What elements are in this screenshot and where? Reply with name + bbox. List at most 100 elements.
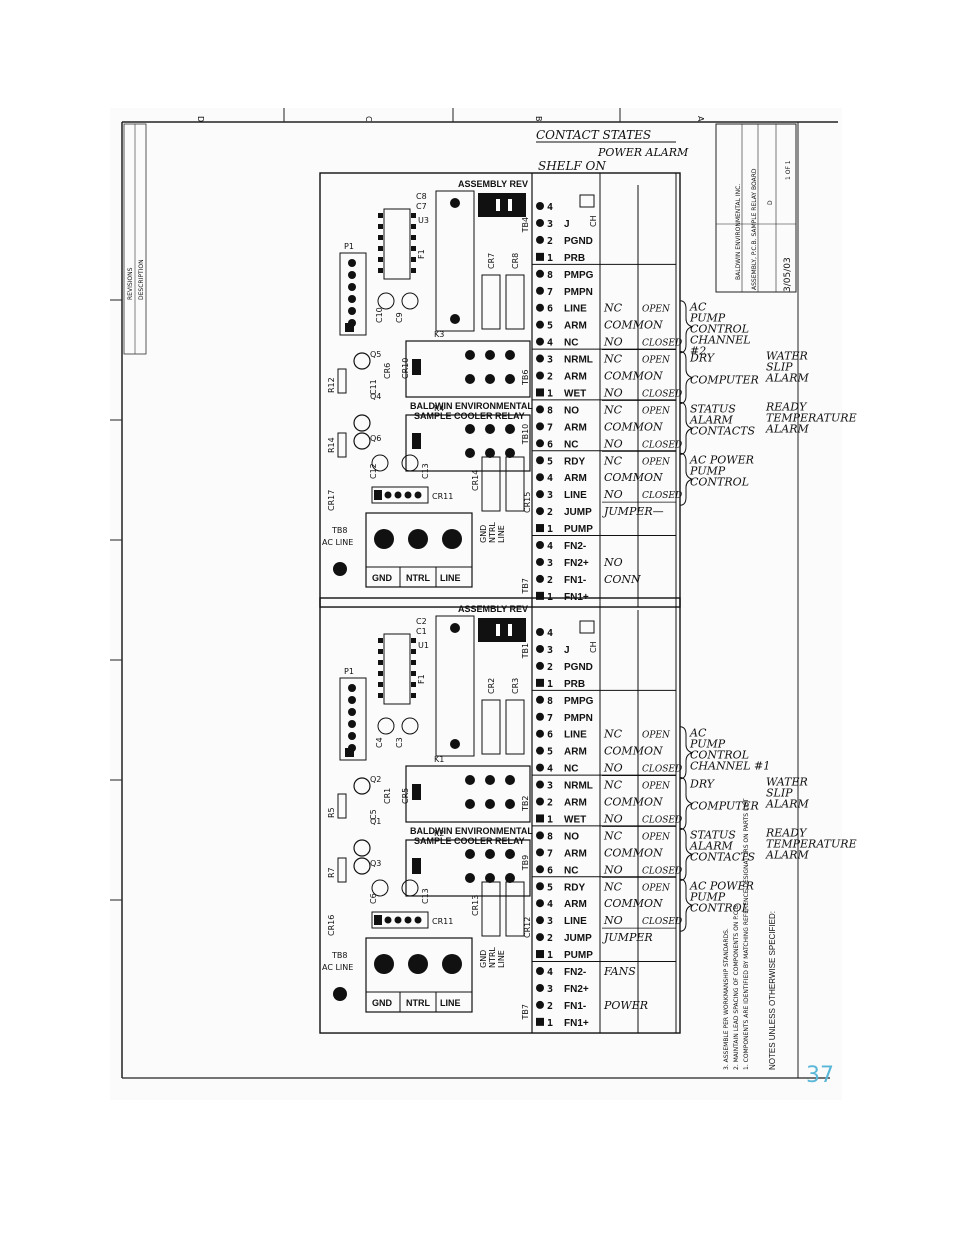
pin-number: 8 — [547, 831, 553, 842]
diode-body — [481, 456, 501, 512]
group-note: DRY — [689, 352, 716, 365]
ic-pad — [411, 682, 416, 687]
side-label: GND — [479, 525, 488, 543]
group-note: CONTACTS — [690, 850, 755, 863]
group-note: ALARM — [689, 413, 733, 426]
assembly-rev-mark — [508, 624, 512, 636]
pin-pad — [536, 628, 544, 636]
description-label: DESCRIPTION — [138, 259, 145, 300]
pin-pad — [536, 916, 544, 925]
capacitor-label: C4 — [375, 737, 384, 748]
pin-name: NC — [564, 439, 578, 450]
ic-pad — [411, 693, 416, 698]
terminal-label: NTRL — [406, 573, 430, 583]
ic-pad — [378, 682, 383, 687]
pin-pad — [536, 746, 544, 755]
fuse-clip — [450, 314, 460, 324]
pin-pad — [536, 831, 544, 840]
fuse-clip — [450, 623, 460, 633]
connector-body — [339, 252, 367, 336]
state-power: FANS — [603, 965, 636, 978]
relay-pin — [465, 448, 475, 458]
ic-pad — [411, 671, 416, 676]
relay-pin — [505, 374, 515, 384]
state-power: COMMON — [604, 897, 663, 910]
ic-pad — [378, 671, 383, 676]
capacitor-label: C8 — [416, 192, 427, 201]
pin-name: J — [564, 219, 570, 230]
diode-body — [481, 274, 501, 330]
connector-pin — [348, 732, 356, 740]
capacitor-body — [371, 454, 389, 472]
pin-number: 5 — [547, 882, 553, 893]
pin-number: 8 — [547, 696, 553, 707]
pin-number: 2 — [547, 372, 553, 383]
drawing-notes: NOTES UNLESS OTHERWISE SPECIFIED: 1. COM… — [723, 798, 777, 1070]
terminal-screw — [374, 954, 394, 974]
resistor-array-pin — [394, 491, 402, 499]
group-note: CONTROL — [690, 749, 749, 762]
ch-label: CH — [589, 215, 598, 227]
pin-number: 3 — [547, 219, 553, 230]
pin-number: 7 — [547, 287, 553, 298]
note-1: 1. COMPONENTS ARE IDENTIFIED BY MATCHING… — [743, 798, 750, 1070]
group-note: PUMP — [689, 890, 726, 903]
notes-heading: NOTES UNLESS OTHERWISE SPECIFIED: — [768, 911, 777, 1070]
pin-number: 4 — [547, 967, 553, 978]
terminal-label: GND — [372, 573, 393, 583]
relay-pin — [465, 873, 475, 883]
terminal-label: LINE — [440, 573, 461, 583]
state-alarm: CLOSED — [642, 765, 682, 775]
resistor-array — [371, 486, 429, 504]
ic-pad — [411, 257, 416, 262]
resistor-label: R5 — [327, 807, 336, 818]
connector-pin — [348, 720, 356, 728]
pin-number: 8 — [547, 405, 553, 416]
note-3: 3. ASSEMBLE PER WORKMANSHIP STANDARDS. — [723, 928, 730, 1070]
state-alarm: OPEN — [642, 457, 671, 467]
pin-name: FN2- — [564, 541, 586, 552]
state-power: NO — [603, 386, 623, 399]
capacitor-label: C10 — [375, 307, 384, 323]
assembly-rev-mark — [496, 199, 500, 211]
ic-pad — [411, 638, 416, 643]
capacitor-label: C13 — [421, 888, 430, 904]
pin-pad-square — [536, 950, 544, 959]
title-sheet: 1 OF 1 — [785, 160, 792, 180]
diode-body — [505, 881, 525, 937]
title-size: D — [767, 200, 774, 205]
pin-number: 2 — [547, 1001, 553, 1012]
pin-name: LINE — [564, 304, 587, 315]
outer-note: ALARM — [765, 372, 809, 385]
relay-pin — [505, 873, 515, 883]
zone-letter-C: C — [364, 116, 373, 122]
state-power: NO — [603, 437, 623, 450]
ic-pad — [378, 224, 383, 229]
state-power: NO — [603, 863, 623, 876]
connector-pin — [348, 271, 356, 279]
pin-name: FN1- — [564, 1001, 586, 1012]
outer-note: WATER — [766, 350, 808, 363]
group-brace — [679, 827, 694, 881]
pin-pad — [536, 337, 544, 346]
outer-note: ALARM — [765, 798, 809, 811]
silkscreen-line-2: SAMPLE COOLER RELAY — [414, 836, 525, 846]
capacitor-label: C12 — [369, 463, 378, 479]
resistor-array-pin — [414, 491, 422, 499]
state-power: NC — [603, 302, 623, 315]
title-date: 3/05/03 — [783, 257, 793, 292]
connector-pin — [348, 696, 356, 704]
tb8-label: TB8 — [331, 526, 347, 535]
pin-number: 2 — [547, 662, 553, 673]
state-power: COMMON — [604, 745, 663, 758]
pin-number: 4 — [547, 628, 553, 639]
state-power: NC — [603, 728, 623, 741]
state-alarm: CLOSED — [642, 339, 682, 349]
group-note: AC — [689, 727, 707, 740]
relay-pin — [465, 424, 475, 434]
pin-number: 2 — [547, 798, 553, 809]
state-power: NC — [603, 880, 623, 893]
state-power: NO — [603, 556, 623, 569]
pin-number: 4 — [547, 473, 553, 484]
state-alarm: CLOSED — [642, 491, 682, 501]
